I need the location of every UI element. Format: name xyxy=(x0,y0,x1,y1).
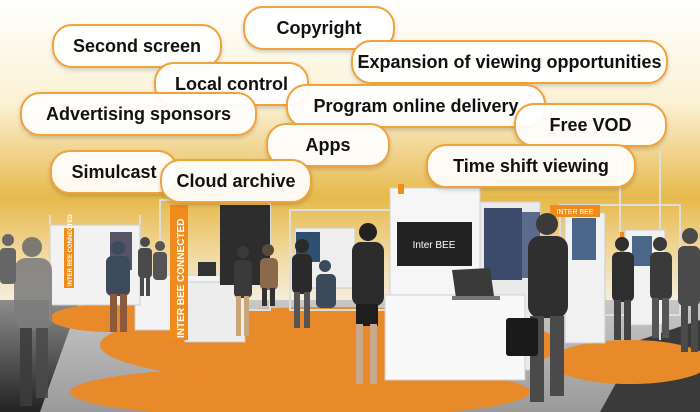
right-sign xyxy=(550,205,600,217)
bubble-free-vod: Free VOD xyxy=(514,103,667,147)
bubble-second-screen: Second screen xyxy=(52,24,222,68)
visitor xyxy=(14,237,52,406)
bubble-label: Copyright xyxy=(276,17,362,38)
laptop xyxy=(198,262,216,276)
bubble-time-shift-viewing: Time shift viewing xyxy=(426,144,636,188)
bubble-cloud-archive: Cloud archive xyxy=(160,159,312,203)
visitor xyxy=(612,237,634,340)
visitor xyxy=(650,237,672,338)
bubble-label: Cloud archive xyxy=(176,170,296,191)
visitor xyxy=(234,246,252,336)
bubble-simulcast: Simulcast xyxy=(50,150,178,194)
bubble-label: Expansion of viewing opportunities xyxy=(357,51,662,72)
vertical-banner-text: INTER BEE CONNECTED xyxy=(176,219,187,338)
visitor xyxy=(0,234,16,284)
laptop xyxy=(452,268,494,298)
left-banner-text: INTER BEE CONNECTED xyxy=(68,214,74,286)
visitor xyxy=(352,223,384,384)
bubble-advertising-sponsors: Advertising sponsors xyxy=(20,92,257,136)
bubble-label: Simulcast xyxy=(71,161,157,182)
bubble-label: Program online delivery xyxy=(313,95,519,116)
visitor xyxy=(292,239,312,328)
bubble-label: Advertising sponsors xyxy=(45,103,232,124)
frame-accent xyxy=(398,184,404,194)
poster-board xyxy=(484,208,522,280)
visitor xyxy=(260,244,278,306)
bubble-expansion-of-viewing-opportunities: Expansion of viewing opportunities xyxy=(351,40,668,84)
right-sign-text: INTER BEE xyxy=(557,209,594,216)
laptop-base xyxy=(452,296,500,300)
bubble-label: Time shift viewing xyxy=(453,155,609,176)
visitor xyxy=(153,241,167,280)
left-banner xyxy=(64,228,74,288)
visitor xyxy=(106,241,130,332)
visitor xyxy=(506,213,568,402)
visitors xyxy=(0,213,700,406)
bubble-program-online-delivery: Program online delivery xyxy=(286,84,546,128)
vertical-banner xyxy=(170,205,188,340)
poster-board xyxy=(632,236,652,266)
poster-board xyxy=(572,218,596,260)
visitor xyxy=(678,228,700,352)
booth-screen xyxy=(397,222,472,266)
visitor xyxy=(316,260,336,308)
booth-screen-text: Inter BEE xyxy=(413,240,456,251)
bubble-label: Apps xyxy=(305,134,351,155)
orange-floor-patch xyxy=(550,340,700,384)
booth-counter xyxy=(384,294,526,381)
bubble-label: Local control xyxy=(174,73,288,94)
visitor xyxy=(138,237,152,296)
bubble-label: Second screen xyxy=(72,35,202,56)
bubble-label: Free VOD xyxy=(549,114,632,135)
